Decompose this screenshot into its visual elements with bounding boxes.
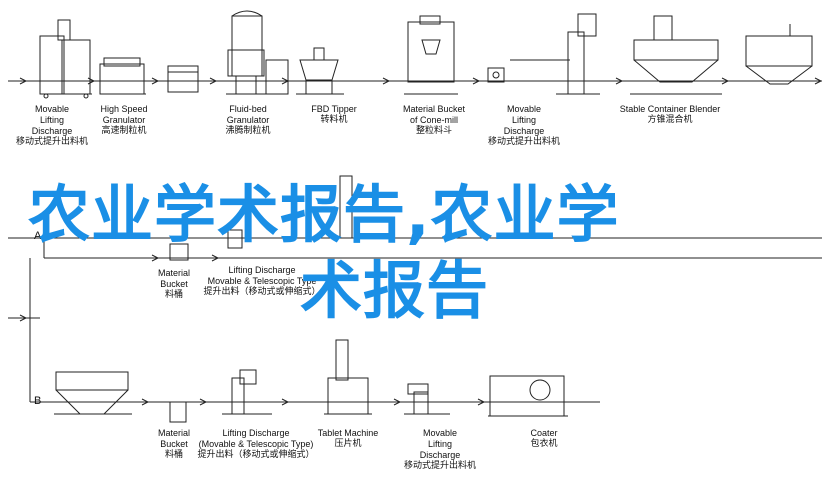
bin-machine [168,66,198,92]
label-rowA-lifting-discharge: Lifting Discharge Movable & Telescopic T… [203,265,320,298]
label-fluid-bed-granulator: Fluid-bed Granulator 沸腾制粒机 [225,104,270,137]
label-en-line: Fluid-bed [229,104,267,114]
label-high-speed-granulator: High Speed Granulator 高速制粒机 [100,104,147,137]
movable-lifting-discharge-machine-2 [510,14,600,94]
label-en-line: Discharge [31,126,73,136]
label-en-line: Granulator [226,115,270,125]
arrow-icon [152,255,158,261]
label-en-line: Lifting Discharge [222,428,290,438]
arrow-icon [473,78,479,84]
label-en-line: Lifting [39,115,65,125]
arrow-icon [616,78,622,84]
arrow-icon [20,315,26,321]
arrow-icon [142,399,148,405]
label-en-line: Lifting [427,439,453,449]
arrow-icon [152,78,158,84]
label-movable-lifting-discharge-2: Movable Lifting Discharge 移动式提升出料机 [488,104,560,148]
movable-lifting-discharge-machine-1 [40,20,92,98]
row-b-marker: B [34,395,42,407]
label-en-line: (Movable & Telescopic Type) [198,439,314,449]
rowB-container-blender-machine [54,372,132,414]
stable-container-blender-machine [630,16,722,94]
label-en-line: High Speed [100,104,148,114]
high-speed-granulator-machine [100,58,146,94]
label-rowB-tablet-machine: Tablet Machine 压片机 [318,428,379,450]
label-fbd-tipper: FBD Tipper 转料机 [311,104,357,126]
fbd-tipper-machine [296,48,344,94]
label-en-line: Material [157,268,191,278]
arrow-icon [383,78,389,84]
rowA-tower-machine [340,176,352,238]
label-en-line: Lifting [511,115,537,125]
fluid-bed-granulator-machine [226,11,288,94]
label-cone-mill-bucket: Material Bucket of Cone-mill 整粒料斗 [403,104,465,137]
arrow-icon [394,399,400,405]
arrow-icon [722,78,728,84]
label-en-line: Bucket [160,279,188,289]
label-en-line: Granulator [102,115,146,125]
label-cn: 转料机 [320,115,348,125]
label-cn: 沸腾制粒机 [225,126,271,136]
label-stable-container-blender: Stable Container Blender 方锥混合机 [620,104,721,126]
arrow-icon [20,78,26,84]
rowB-lifting-discharge-machine [222,370,272,414]
row-a-marker: A [34,230,42,242]
label-cn: 移动式提升出料机 [487,137,561,147]
label-en-line: Movable [422,428,458,438]
cone-mill-machine [404,16,458,94]
label-cn: 压片机 [334,439,362,449]
label-en-line: Material [157,428,191,438]
arrow-icon [210,78,216,84]
label-movable-lifting-discharge-1: Movable Lifting Discharge 移动式提升出料机 [16,104,88,148]
label-en-line: Movable [506,104,542,114]
label-en-line: Coater [530,428,558,438]
label-en-line: Bucket [160,439,188,449]
overlay-title-line2: 术报告 [300,254,490,327]
label-cn: 方锥混合机 [647,115,693,125]
label-en-line: Movable & Telescopic Type [207,276,317,286]
label-en-line: Stable Container Blender [619,104,721,114]
small-mixer-machine [488,68,504,82]
rowA-bucket-machine [170,244,188,260]
arrow-icon [212,255,218,261]
arrow-icon [815,78,821,84]
label-en-line: Tablet Machine [317,428,379,438]
label-rowB-movable-lifting-discharge: Movable Lifting Discharge 移动式提升出料机 [404,428,476,472]
label-rowB-material-bucket: Material Bucket 料桶 [158,428,190,461]
label-en-line: FBD Tipper [311,104,357,114]
rowB-tablet-machine [324,340,372,414]
label-en-line: Movable [34,104,70,114]
label-cn: 整粒料斗 [415,126,452,136]
label-cn: 料桶 [164,290,184,300]
rowB-movable-lifting-discharge-machine [404,384,450,414]
label-rowA-material-bucket: Material Bucket 料桶 [158,268,190,301]
overlay-title-line1: 农业学术报告,农业学 [28,178,620,251]
label-en-line: Lifting Discharge [228,265,296,275]
label-cn: 移动式提升出料机 [403,461,477,471]
label-cn: 移动式提升出料机 [15,137,89,147]
arrow-icon [282,399,288,405]
container-bin-machine [746,24,812,84]
rowB-bucket-machine [170,402,186,422]
label-en-line: Discharge [419,450,461,460]
label-rowB-lifting-discharge: Lifting Discharge (Movable & Telescopic … [197,428,314,461]
label-cn: 包衣机 [530,439,558,449]
label-cn: 提升出料（移动式或伸缩式） [197,450,315,460]
label-cn: 料桶 [164,450,184,460]
rowB-coater-machine [488,376,568,416]
rowA-lifting-discharge-machine [222,230,260,258]
label-cn: 提升出料（移动式或伸缩式） [203,287,321,297]
label-en-line: of Cone-mill [409,115,458,125]
arrow-icon [478,399,484,405]
arrow-icon [200,399,206,405]
label-en-line: Discharge [503,126,545,136]
label-rowB-coater: Coater 包衣机 [530,428,557,450]
label-cn: 高速制粒机 [101,126,147,136]
label-en-line: Material Bucket [402,104,466,114]
